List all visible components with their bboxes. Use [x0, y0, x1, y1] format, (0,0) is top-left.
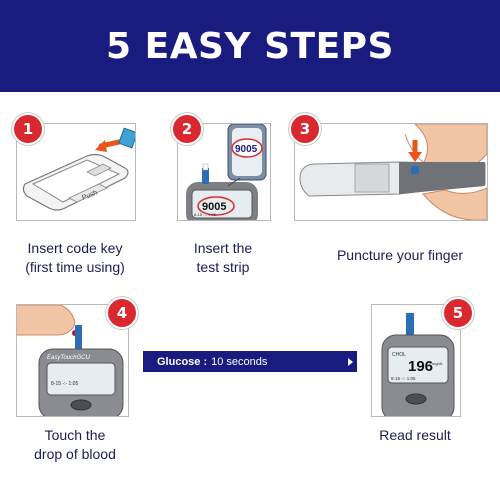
step-2-caption-line2: test strip [196, 259, 250, 275]
result-mode-label: CHOL [392, 352, 406, 358]
title-banner: 5 EASY STEPS [0, 0, 500, 92]
step-2-caption-line1: Insert the [193, 240, 253, 256]
step-5-caption: Read result [379, 427, 451, 443]
step-3-number: 3 [299, 120, 311, 138]
code-key-illustration: Push [22, 127, 135, 211]
step-2-panel: 9005 8-15 -:- 1:05 9005 [177, 123, 271, 221]
step-1-caption-line2: (first time using) [25, 259, 125, 275]
strip-screen-value: 9005 [202, 201, 226, 213]
step-1-panel: Push [16, 123, 136, 221]
step-2-caption: Insert the test strip [163, 239, 283, 277]
step-4-caption-line2: drop of blood [34, 446, 116, 462]
glucose-timer-label: Glucose : [157, 355, 208, 368]
meter-brand-label: EasyTouchGCU [47, 355, 90, 361]
step-4-caption: Touch the drop of blood [10, 426, 140, 464]
step-5-panel: CHOL 196 mg/dL 8-15 -:- 1:05 [371, 304, 461, 417]
page-title: 5 EASY STEPS [106, 25, 394, 67]
result-screen-sub: 8-15 -:- 1:05 [391, 376, 416, 381]
step-3-panel [294, 123, 488, 221]
step-4-caption-line1: Touch the [44, 427, 106, 443]
lancing-device-illustration [299, 124, 487, 220]
step-1-caption: Insert code key (first time using) [0, 239, 150, 277]
step-2-number: 2 [181, 120, 193, 138]
step-4-number: 4 [116, 304, 128, 322]
test-strip-illustration: 9005 8-15 -:- 1:05 9005 [186, 124, 267, 220]
step-1-caption-line1: Insert code key [27, 240, 123, 256]
meter-screen-sub: 8-15 -:- 1:05 [51, 381, 78, 387]
result-meter-illustration: CHOL 196 mg/dL 8-15 -:- 1:05 [381, 313, 455, 416]
glucose-timer-bar: Glucose : 10 seconds [143, 351, 357, 372]
step-4-badge: 4 [106, 297, 138, 329]
step-1-number: 1 [22, 120, 34, 138]
glucose-timer-value: 10 seconds [211, 355, 268, 368]
result-unit: mg/dL [432, 361, 444, 366]
step-5-badge: 5 [442, 297, 474, 329]
blood-drop-illustration: EasyTouchGCU 8-15 -:- 1:05 [17, 305, 124, 416]
step-3-badge: 3 [289, 113, 321, 145]
step-5-number: 5 [452, 304, 464, 322]
step-3-caption: Puncture your finger [336, 247, 464, 263]
timer-arrow-icon [348, 358, 353, 366]
step-1-badge: 1 [12, 113, 44, 145]
strip-screen-sub: 8-15 -:- 1:05 [194, 212, 217, 217]
result-value: 196 [408, 358, 433, 375]
vial-code-label: 9005 [235, 144, 258, 155]
step-2-badge: 2 [171, 113, 203, 145]
